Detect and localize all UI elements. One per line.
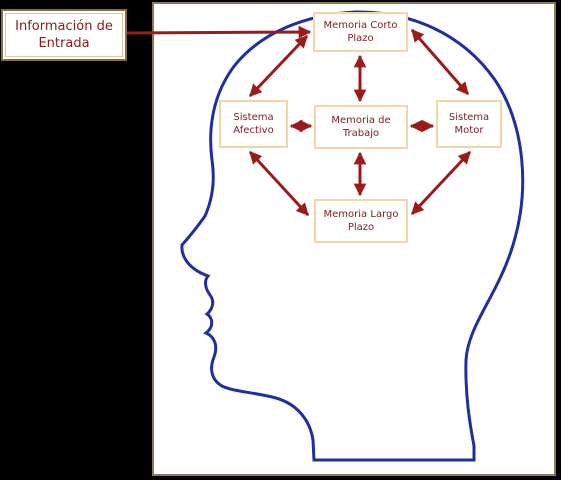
short-term-memory-node: Memoria Corto Plazo [313,12,408,52]
input-information-box: Información de Entrada [1,9,127,61]
affective-system-node: Sistema Afectivo [219,100,288,148]
long-term-memory-node: Memoria Largo Plazo [314,199,408,243]
working-memory-node: Memoria de Trabajo [314,105,408,149]
arrow-stm-motor [410,29,470,95]
input-connector-arrow [126,25,312,39]
head-outline [180,10,525,462]
motor-system-node: Sistema Motor [436,100,502,148]
arrow-stm-affective [248,34,309,98]
arrow-affective-ltm [248,150,310,217]
arrow-motor-ltm [410,150,472,216]
